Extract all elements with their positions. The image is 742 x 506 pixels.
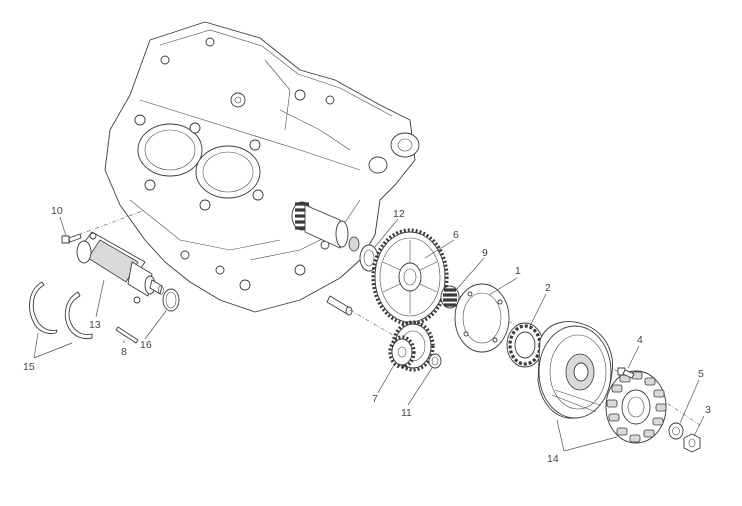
starter-o-ring — [162, 288, 180, 312]
callout-labels: 1 2 3 4 5 6 7 8 9 10 11 12 13 14 15 16 — [23, 205, 711, 465]
callout-4: 4 — [637, 334, 643, 346]
flywheel-rotor — [537, 321, 613, 419]
cable-ties — [29, 281, 93, 340]
engine-crankcase — [104, 21, 420, 316]
callout-10: 10 — [51, 205, 63, 217]
flywheel-nut — [683, 433, 701, 453]
callout-7: 7 — [372, 393, 378, 405]
callout-15: 15 — [23, 361, 35, 373]
callout-9: 9 — [482, 247, 488, 259]
callout-8: 8 — [121, 346, 127, 358]
leader-lines — [33, 216, 705, 452]
needle-roller-bearing — [440, 285, 460, 309]
freewheel-clutch — [506, 322, 544, 368]
callout-12: 12 — [393, 208, 405, 220]
freewheel-plate — [454, 283, 510, 353]
idler-gear — [388, 320, 435, 372]
starter-bracket — [115, 326, 139, 344]
idler-washer — [428, 353, 442, 369]
callout-1: 1 — [515, 265, 521, 277]
callout-3: 3 — [705, 404, 711, 416]
callout-13: 13 — [89, 319, 101, 331]
stator — [605, 370, 667, 444]
callout-14: 14 — [547, 453, 559, 465]
callout-6: 6 — [453, 229, 459, 241]
spacer-washer — [359, 244, 379, 272]
stator-screw — [617, 367, 635, 379]
callout-16: 16 — [140, 339, 152, 351]
callout-2: 2 — [545, 282, 551, 294]
starter-screw — [61, 233, 82, 244]
starter-driven-gear — [371, 228, 449, 326]
starter-motor — [76, 231, 164, 304]
callout-5: 5 — [698, 368, 704, 380]
callout-11: 11 — [401, 407, 412, 419]
assembly-axis-starter — [69, 209, 146, 239]
flywheel-washer — [668, 422, 684, 440]
